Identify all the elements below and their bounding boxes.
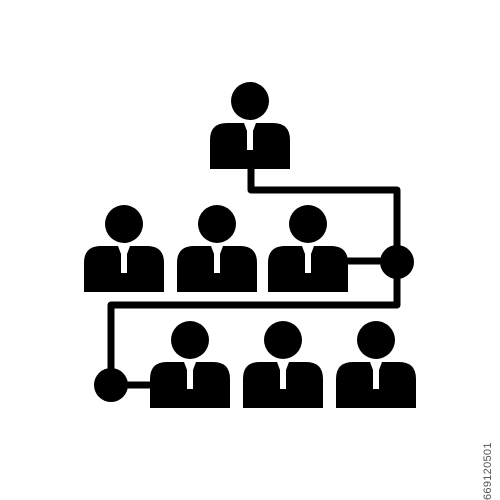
bottom-junction-dot xyxy=(94,368,128,402)
person-middle-1 xyxy=(84,205,164,292)
stock-id-watermark: 669120501 xyxy=(482,442,494,500)
top-person xyxy=(210,82,290,169)
junction-dots xyxy=(94,245,414,402)
person-bottom-1 xyxy=(150,321,230,408)
middle-row-people xyxy=(84,205,348,292)
person-middle-3 xyxy=(268,205,348,292)
middle-junction-dot xyxy=(380,245,414,279)
bottom-row-people xyxy=(150,321,416,408)
person-bottom-3 xyxy=(336,321,416,408)
person-bottom-2 xyxy=(243,321,323,408)
person-middle-2 xyxy=(177,205,257,292)
